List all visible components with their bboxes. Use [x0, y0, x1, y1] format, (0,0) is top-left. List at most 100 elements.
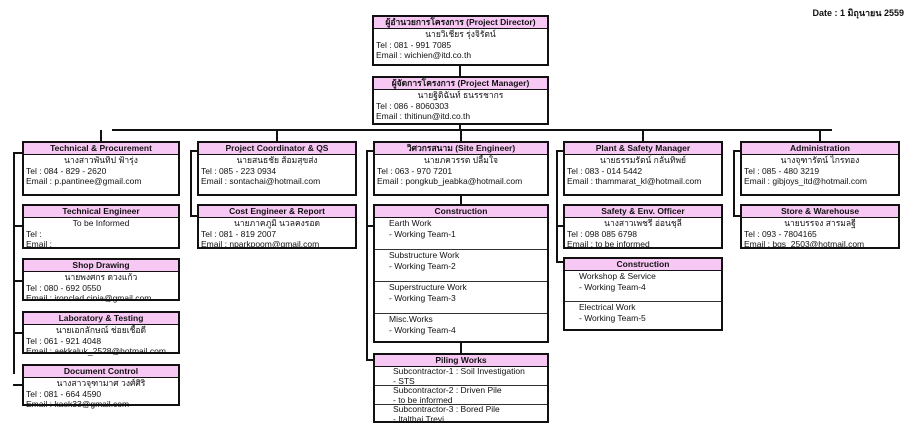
email-address: Email : sontachai@hotmail.com — [201, 176, 321, 186]
connector-line — [13, 152, 15, 374]
box-title: Shop Drawing — [24, 260, 178, 272]
project-director-box: ผู้อำนวยการโครงการ (Project Director)นาย… — [372, 15, 549, 66]
phone-number: Tel : 086 - 8060303 — [376, 100, 449, 111]
person-name: นายพงศกร ดวงแก้ว — [64, 272, 138, 282]
list-row-text: Subcontractor-2 : Driven Pile — [393, 385, 502, 395]
list-row-text: - Italthai Trevi — [393, 413, 445, 424]
email-address: Email : p.pantinee@gmail.com — [26, 176, 142, 186]
email-address: Email : ironclad.cinia@gmail.com — [26, 293, 152, 303]
phone-number: Tel : 081 - 819 2007 — [201, 228, 277, 239]
list-row: Subcontractor-2 : Driven Pile- to be inf… — [375, 385, 547, 405]
box-title: Laboratory & Testing — [24, 313, 178, 325]
email-address: Email : pongkub_jeabka@hotmail.com — [377, 176, 523, 186]
list-row: Earth Work- Working Team-1 — [375, 218, 547, 250]
connector-line — [642, 130, 644, 142]
list-row: Subcontractor-3 : Bored Pile- Italthai T… — [375, 404, 547, 424]
connector-line — [13, 280, 23, 282]
box-title: Project Coordinator & QS — [199, 143, 355, 155]
box-title: Construction — [565, 259, 721, 271]
list-row-text: - Working Team-5 — [579, 312, 646, 323]
connector-line — [100, 130, 102, 142]
box-title: Store & Warehouse — [742, 206, 898, 218]
email-address: Email : bgs_2503@hotmail.com — [744, 239, 865, 249]
phone-number: Tel : 063 - 970 7201 — [377, 165, 453, 176]
list-row-text: Misc.Works — [389, 314, 433, 324]
phone-number: Tel : 081 - 991 7085 — [376, 39, 452, 50]
person-name: นางสาวเพชรี อ่อนชุลี — [604, 218, 682, 228]
connector-line — [459, 124, 461, 131]
connector-line — [366, 225, 374, 227]
person-name: นายวิเชียร รุ่งจิรัตน์ — [425, 29, 496, 39]
connector-line — [13, 332, 23, 334]
phone-number: Tel : 084 - 829 - 2620 — [26, 165, 107, 176]
connector-line — [366, 150, 368, 360]
connector-line — [556, 150, 558, 262]
email-address: Email : wichien@itd.co.th — [376, 50, 472, 60]
list-row: Superstructure Work- Working Team-3 — [375, 282, 547, 314]
box-title: Administration — [742, 143, 898, 155]
connector-line — [556, 261, 564, 263]
list-row: Workshop & Service- Working Team-4 — [565, 271, 721, 302]
email-address: Email : gibjoys_itd@hotmail.com — [744, 176, 867, 186]
email-address: Email : to be informed — [567, 239, 650, 249]
email-address: Email : thitinun@itd.co.th — [376, 111, 471, 121]
person-name: นายสนธชัย ส้อมสุขส่ง — [236, 155, 318, 165]
connector-line — [13, 225, 23, 227]
list-row-text: Subcontractor-3 : Bored Pile — [393, 404, 500, 414]
connector-line — [460, 195, 462, 205]
box-title: Piling Works — [375, 355, 547, 367]
connector-line — [733, 150, 735, 216]
list-row-text: - Working Team-3 — [389, 292, 456, 303]
box-title: Technical & Procurement — [24, 143, 178, 155]
list-row-text: - Working Team-2 — [389, 260, 456, 271]
list-row-text: Earth Work — [389, 218, 432, 228]
person-name: นายบรรจง สารมลฐี — [784, 218, 856, 228]
list-row: Subcontractor-1 : Soil Investigation- ST… — [375, 366, 547, 386]
connector-line — [190, 215, 198, 217]
phone-number: Tel : — [26, 228, 42, 239]
phone-number: Tel : 083 - 014 5442 — [567, 165, 643, 176]
connector-line — [366, 359, 374, 361]
email-address: Email : nparkpoom@gmail.com — [201, 239, 320, 249]
connector-line — [819, 130, 821, 142]
connector-line — [366, 150, 374, 152]
list-row: Substructure Work- Working Team-2 — [375, 250, 547, 282]
person-name: นายเอกลักษณ์ ช่อยเชื้อดี — [55, 325, 147, 335]
box-title: Safety & Env. Officer — [565, 206, 721, 218]
phone-number: Tel : 093 - 7804165 — [744, 228, 817, 239]
list-row-text: Electrical Work — [579, 302, 636, 312]
box-title: Plant & Safety Manager — [565, 143, 721, 155]
box-title: Cost Engineer & Report — [199, 206, 355, 218]
person-name: นางจุฑารัตน์ ไกรทอง — [780, 155, 860, 165]
list-row: Electrical Work- Working Team-5 — [565, 302, 721, 333]
email-address: Email : thammarat_kl@hotmail.com — [567, 176, 702, 186]
list-row-text: - Working Team-1 — [389, 228, 456, 239]
connector-line — [13, 152, 23, 154]
person-name: To be Informed — [72, 218, 130, 228]
connector-line — [556, 225, 564, 227]
connector-line — [733, 215, 741, 217]
list-row: Misc.Works- Working Team-4 — [375, 314, 547, 346]
box-title: วิศวกรสนาม (Site Engineer) — [375, 143, 547, 155]
phone-number: Tel : 098 085 6798 — [567, 228, 637, 239]
list-row-text: - STS — [393, 375, 415, 386]
list-row-text: - Working Team-4 — [579, 281, 646, 292]
connector-line — [733, 150, 741, 152]
person-name: นายฐิติฉันท์ ธนรรชากร — [417, 90, 504, 100]
list-row-text: Superstructure Work — [389, 282, 467, 292]
email-address: Email : aekkaluk_2528@hotmail.com — [26, 346, 166, 356]
connector-line — [190, 150, 192, 216]
list-row-text: - to be informed — [393, 394, 453, 405]
phone-number: Tel : 085 - 223 0934 — [201, 165, 277, 176]
list-row-text: Subcontractor-1 : Soil Investigation — [393, 366, 525, 376]
connector-line — [112, 129, 832, 131]
box-title: Construction — [375, 206, 547, 218]
box-title: Document Control — [24, 366, 178, 378]
